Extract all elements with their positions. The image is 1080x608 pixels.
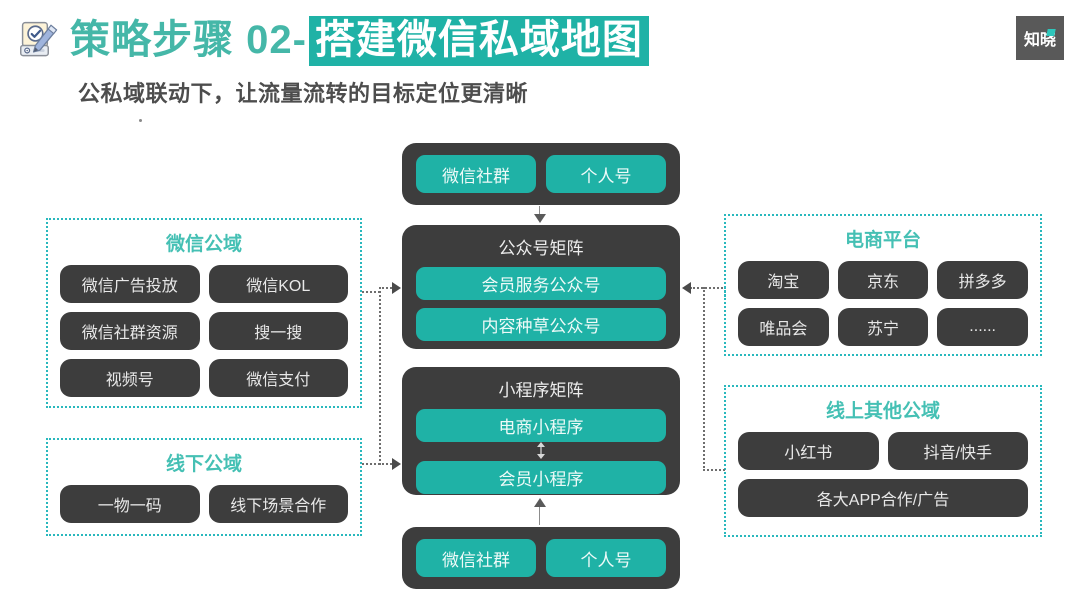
chip-wechat-channels[interactable]: 视频号 <box>60 359 200 397</box>
connector-left-to-official <box>379 287 399 289</box>
panel-grid-online-other: 小红书 抖音/快手 各大APP合作/广告 <box>726 432 1040 529</box>
arrow-right-to-mini-program <box>392 458 401 470</box>
panel-title-ecommerce: 电商平台 <box>844 230 921 251</box>
chip-vipshop[interactable]: 唯品会 <box>738 308 829 346</box>
private-domain-bottom-box: 微信社群 个人号 <box>402 527 680 589</box>
page-header: 策略步骤 02-搭建微信私域地图 公私域联动下，让流量流转的目标定位更清晰 知晓 <box>0 0 1080 130</box>
chip-ecommerce-more[interactable]: ...... <box>937 308 1028 346</box>
mini-program-matrix: 小程序矩阵 电商小程序 会员小程序 <box>402 367 680 495</box>
chip-douyin-kuaishou[interactable]: 抖音/快手 <box>887 432 1028 470</box>
arrow-left-to-official <box>682 282 691 294</box>
page-title: 策略步骤 02-搭建微信私域地图 <box>70 16 649 66</box>
arrow-down-to-official <box>534 214 546 223</box>
panel-title-online-other: 线上其他公域 <box>825 401 940 422</box>
chip-wechat-pay[interactable]: 微信支付 <box>208 359 348 397</box>
panel-online-other-public-domain: 线上其他公域 小红书 抖音/快手 各大APP合作/广告 <box>724 385 1042 537</box>
pill-wechat-group-top[interactable]: 微信社群 <box>416 155 536 193</box>
private-domain-top-box: 微信社群 个人号 <box>402 143 680 205</box>
title-highlight: 搭建微信私域地图 <box>308 16 649 66</box>
page-subtitle: 公私域联动下，让流量流转的目标定位更清晰 <box>78 81 529 106</box>
chip-suning[interactable]: 苏宁 <box>837 308 929 346</box>
clipboard-check-pen-icon <box>20 21 58 57</box>
arrow-right-to-official <box>392 282 401 294</box>
chip-pinduoduo[interactable]: 拼多多 <box>937 261 1028 299</box>
chip-wechat-ads[interactable]: 微信广告投放 <box>60 265 200 303</box>
chip-jd[interactable]: 京东 <box>837 261 929 299</box>
connector-wechat-panel-horizontal <box>362 291 380 293</box>
panel-grid-wechat-public: 微信广告投放 微信KOL 微信社群资源 搜一搜 视频号 微信支付 <box>48 265 360 409</box>
chip-wechat-group-resource[interactable]: 微信社群资源 <box>60 312 200 350</box>
pill-ecommerce-mini-program[interactable]: 电商小程序 <box>416 409 666 442</box>
title-row: 策略步骤 02-搭建微信私域地图 <box>18 12 649 68</box>
connector-right-to-official <box>690 287 726 289</box>
chip-offline-scene-cooperation[interactable]: 线下场景合作 <box>208 485 348 523</box>
panel-title-wechat-public: 微信公域 <box>165 234 242 255</box>
title-prefix: 策略步骤 02- <box>70 18 307 62</box>
chip-major-app-cooperation-ads[interactable]: 各大APP合作/广告 <box>738 479 1028 517</box>
chip-taobao[interactable]: 淘宝 <box>738 261 829 299</box>
connector-right-trunk-bottom <box>703 469 725 471</box>
connector-bottom-to-mini <box>539 505 540 525</box>
chip-xiaohongshu[interactable]: 小红书 <box>738 432 879 470</box>
double-arrow-icon <box>537 442 545 459</box>
mini-program-heading: 小程序矩阵 <box>498 381 584 400</box>
pill-content-seeding-official-account[interactable]: 内容种草公众号 <box>416 308 666 341</box>
pill-member-mini-program[interactable]: 会员小程序 <box>416 461 666 494</box>
brand-accent-mark <box>1046 29 1056 36</box>
chip-wechat-search[interactable]: 搜一搜 <box>208 312 348 350</box>
official-accounts-heading: 公众号矩阵 <box>498 239 584 258</box>
arrow-up-to-mini-program <box>534 498 546 507</box>
pill-member-service-official-account[interactable]: 会员服务公众号 <box>416 267 666 300</box>
stray-dot-artifact <box>139 119 142 122</box>
panel-offline-public-domain: 线下公域 一物一码 线下场景合作 <box>46 438 362 536</box>
pill-personal-account-bottom[interactable]: 个人号 <box>546 539 666 577</box>
chip-wechat-kol[interactable]: 微信KOL <box>208 265 348 303</box>
connector-top-to-official <box>539 206 540 220</box>
connector-right-trunk <box>703 287 705 471</box>
panel-grid-offline-public: 一物一码 线下场景合作 <box>48 485 360 535</box>
pill-personal-account-top[interactable]: 个人号 <box>546 155 666 193</box>
connector-offline-panel-horizontal <box>362 463 380 465</box>
connector-left-to-mini <box>379 463 399 465</box>
brand-logo-text: 知晓 <box>1023 32 1056 49</box>
brand-logo: 知晓 <box>1016 16 1064 60</box>
connector-left-trunk <box>379 287 381 465</box>
pill-wechat-group-bottom[interactable]: 微信社群 <box>416 539 536 577</box>
panel-title-offline-public: 线下公域 <box>165 454 242 475</box>
panel-ecommerce-platform: 电商平台 淘宝 京东 拼多多 唯品会 苏宁 ...... <box>724 214 1042 356</box>
panel-grid-ecommerce: 淘宝 京东 拼多多 唯品会 苏宁 ...... <box>726 261 1040 358</box>
panel-wechat-public-domain: 微信公域 微信广告投放 微信KOL 微信社群资源 搜一搜 视频号 微信支付 <box>46 218 362 408</box>
official-accounts-matrix: 公众号矩阵 会员服务公众号 内容种草公众号 <box>402 225 680 349</box>
chip-one-item-one-code[interactable]: 一物一码 <box>60 485 200 523</box>
connector-ecom-panel-stub <box>724 287 726 297</box>
